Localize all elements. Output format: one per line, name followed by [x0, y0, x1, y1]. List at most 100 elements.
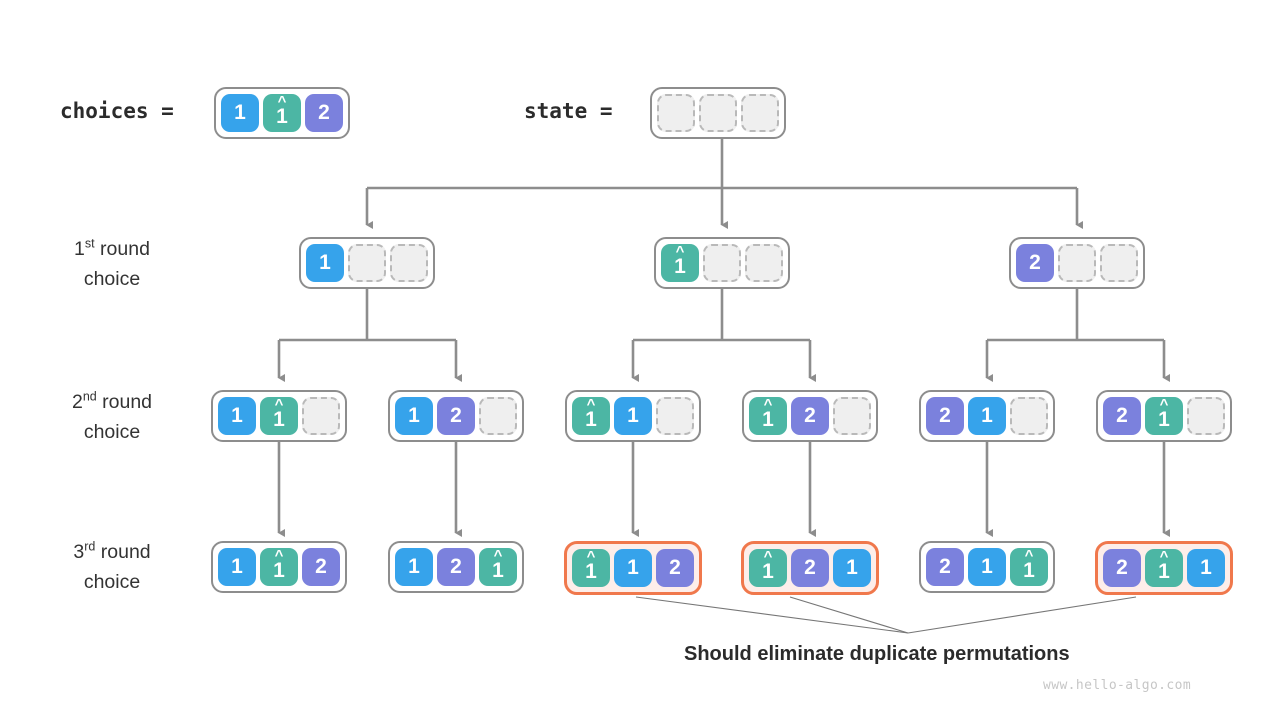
row-label-second-round: 2nd round choice [22, 387, 202, 447]
array-cell-two: 2 [656, 549, 694, 587]
array-cell-one-hat: ^1 [479, 548, 517, 586]
array-cell-empty [1100, 244, 1138, 282]
array-cell-one: 1 [968, 548, 1006, 586]
array-cell-one-hat: ^1 [260, 397, 298, 435]
array-cell-one-hat: ^1 [661, 244, 699, 282]
array-cell-one: 1 [614, 549, 652, 587]
array-cell-empty [833, 397, 871, 435]
array-cell-two: 2 [437, 548, 475, 586]
array-cell-one: 1 [395, 548, 433, 586]
row-label-first-round: 1st round choice [22, 234, 202, 294]
row-label-third-round: 3rd round choice [22, 537, 202, 597]
array-cell-two: 2 [1016, 244, 1054, 282]
array-cell-empty [302, 397, 340, 435]
array-cell-one: 1 [221, 94, 259, 132]
array-cell-one: 1 [395, 397, 433, 435]
state-array-box [650, 87, 786, 139]
tree-node: 1 [299, 237, 435, 289]
array-cell-one-hat: ^1 [749, 397, 787, 435]
array-cell-empty [745, 244, 783, 282]
row-label-line2: choice [83, 268, 141, 291]
choices-label: choices = [60, 99, 174, 123]
array-cell-one: 1 [968, 397, 1006, 435]
array-cell-one-hat: ^1 [1145, 549, 1183, 587]
array-cell-two: 2 [791, 397, 829, 435]
array-cell-one: 1 [833, 549, 871, 587]
array-cell-one-hat: ^1 [1145, 397, 1183, 435]
array-cell-two: 2 [1103, 549, 1141, 587]
array-cell-one-hat: ^1 [263, 94, 301, 132]
array-cell-two: 2 [302, 548, 340, 586]
array-cell-one-hat: ^1 [749, 549, 787, 587]
array-cell-empty [657, 94, 695, 132]
row-label-line1: 1st round [74, 236, 150, 261]
array-cell-empty [741, 94, 779, 132]
array-cell-one-hat: ^1 [572, 397, 610, 435]
array-cell-empty [1058, 244, 1096, 282]
state-label: state = [524, 99, 613, 123]
array-box: 2^1 [1096, 390, 1232, 442]
array-cell-one-hat: ^1 [260, 548, 298, 586]
array-cell-empty [703, 244, 741, 282]
row-label-line1: 2nd round [71, 389, 153, 414]
array-cell-one: 1 [1187, 549, 1225, 587]
row-label-line2: choice [83, 571, 141, 594]
array-cell-empty [1187, 397, 1225, 435]
row-label-ordinal-suffix: rd [84, 539, 96, 554]
array-cell-two: 2 [1103, 397, 1141, 435]
row-label-line2: choice [83, 421, 141, 444]
tree-node: 1^1 [211, 390, 347, 442]
array-cell-one-hat: ^1 [572, 549, 610, 587]
array-box: 1^1 [211, 390, 347, 442]
array-cell-one: 1 [218, 397, 256, 435]
array-cell-one-hat: ^1 [1010, 548, 1048, 586]
array-box: 1 [299, 237, 435, 289]
array-cell-one: 1 [306, 244, 344, 282]
row-label-ordinal-suffix: st [84, 236, 95, 251]
array-cell-one: 1 [218, 548, 256, 586]
tree-node: ^1 [654, 237, 790, 289]
array-cell-two: 2 [926, 397, 964, 435]
array-box: ^1 [654, 237, 790, 289]
array-cell-two: 2 [437, 397, 475, 435]
state-array [650, 87, 786, 139]
tree-node: 2^1 [1096, 390, 1232, 442]
array-cell-empty [479, 397, 517, 435]
tree-node: 2 [1009, 237, 1145, 289]
array-cell-two: 2 [926, 548, 964, 586]
array-cell-empty [348, 244, 386, 282]
watermark: www.hello-algo.com [1043, 678, 1192, 693]
array-cell-empty [1010, 397, 1048, 435]
row-label-ordinal-suffix: nd [82, 389, 97, 404]
row-label-line1: 3rd round [73, 539, 151, 564]
array-cell-one: 1 [614, 397, 652, 435]
array-cell-two: 2 [305, 94, 343, 132]
array-cell-empty [656, 397, 694, 435]
array-box: 2 [1009, 237, 1145, 289]
array-cell-empty [699, 94, 737, 132]
duplicate-permutations-caption: Should eliminate duplicate permutations [684, 643, 1070, 665]
array-cell-two: 2 [791, 549, 829, 587]
